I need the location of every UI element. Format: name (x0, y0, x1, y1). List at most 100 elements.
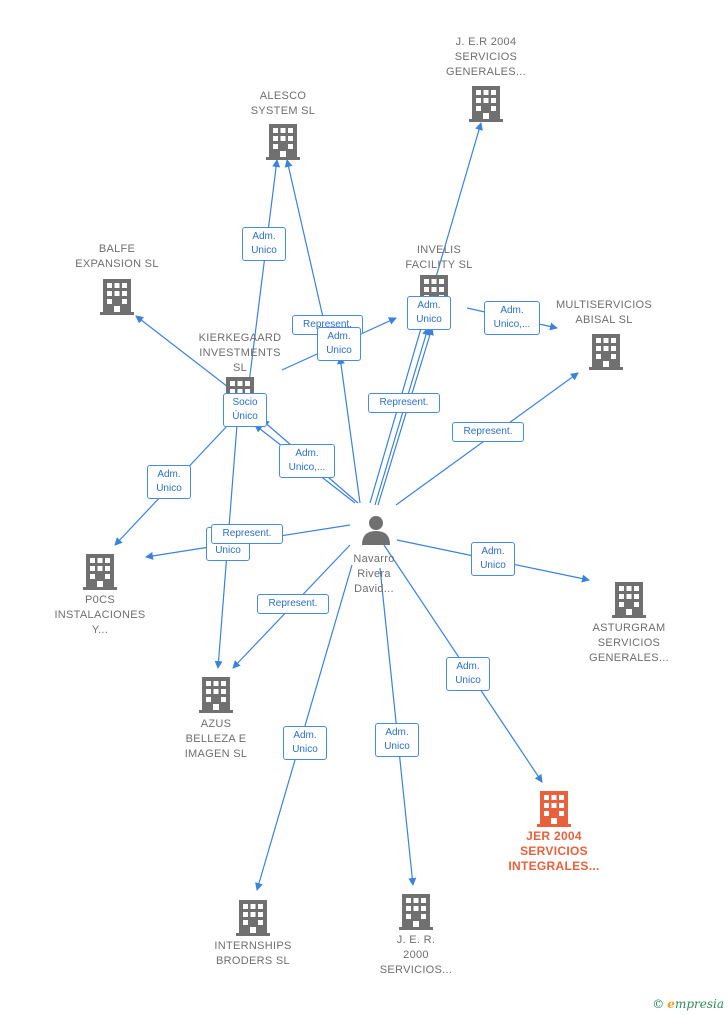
edge-label-line: Socio (232, 397, 258, 408)
node-label-alesco[interactable]: ALESCO SYSTEM SL (251, 89, 315, 119)
node-label-line: MULTISERVICIOS (555, 299, 653, 311)
building-icon[interactable] (266, 124, 300, 160)
edge-label-line: Adm. (293, 730, 317, 741)
edge-label-e-multi-2[interactable]: Represent. (452, 422, 524, 442)
edge-label-e-invelis-2[interactable]: Represent. (368, 393, 440, 413)
node-label-line: GENERALES... (445, 66, 527, 78)
edge-label-line: Único (232, 411, 258, 422)
node-label-line: INTEGRALES... (508, 859, 600, 873)
edge-label-line: Adm. (481, 546, 505, 557)
edge-line (135, 315, 229, 388)
node-label-line: EXPANSION SL (75, 258, 159, 270)
node-label-line: ABISAL SL (575, 314, 633, 326)
brand-name: mpresia (674, 997, 724, 1011)
edge-label-line: Adm. (385, 727, 409, 738)
node-label-line: J. E. R. (396, 934, 436, 946)
node-label-line: INVELIS (416, 244, 462, 256)
building-icon[interactable] (100, 279, 134, 315)
node-label-line: ALESCO (259, 90, 307, 102)
edge-line (374, 327, 430, 506)
edge-label-e-p0cs-1[interactable]: Adm.Unico (147, 465, 191, 499)
building-icon[interactable] (236, 900, 270, 936)
node-label-multiservicios[interactable]: MULTISERVICIOS ABISAL SL (556, 298, 652, 328)
edge-label-line: Represent. (222, 528, 272, 539)
edge-label-line: Unico,... (288, 462, 326, 473)
node-label-invelis[interactable]: INVELIS FACILITY SL (405, 243, 472, 273)
node-label-line: INTERNSHIPS (214, 940, 292, 952)
building-icon[interactable] (399, 894, 433, 930)
building-icon[interactable] (199, 677, 233, 713)
building-icon[interactable] (83, 554, 117, 590)
building-icon[interactable] (469, 86, 503, 122)
edge-line (377, 327, 434, 506)
edge-label-e-alesco-3[interactable]: Adm.Unico (317, 327, 361, 361)
edge-label-line: Represent. (303, 319, 352, 330)
edge-label-line: Adm. (295, 448, 319, 459)
edge-label-line: Adm. (417, 300, 441, 311)
edge-label-line: Unico (326, 345, 352, 356)
edge-line (336, 356, 361, 504)
edge-label-line: Represent. (379, 397, 429, 408)
edge-label-e-asturgram[interactable]: Adm. Unico (471, 542, 515, 576)
edge-label-e-kierk-adm[interactable]: Adm. Unico,... (279, 444, 335, 478)
node-label-internships[interactable]: INTERNSHIPS BRODERS SL (214, 939, 291, 969)
edge-label-line: Unico (384, 741, 410, 752)
edge-label-line: Unico (292, 744, 318, 755)
node-label-line: J. E.R 2004 (455, 36, 517, 48)
node-label-line: FACILITY SL (405, 259, 473, 271)
edge-label-line: Unico (215, 545, 241, 556)
edge-label-line: Represent. (268, 598, 318, 609)
node-label-line: Navarro (353, 553, 395, 565)
edge-label-e-multi-1[interactable]: Adm. Unico,... (484, 301, 540, 335)
edge-label-line: Adm. (500, 305, 524, 316)
node-label-line: BRODERS SL (216, 955, 290, 967)
edge-label-line: Unico (455, 675, 481, 686)
edge-label-line: Represent. (463, 426, 513, 437)
edge-label-line: Adm. (456, 661, 480, 672)
copyright-symbol: © (652, 997, 665, 1011)
edge-label-line: Unico (416, 314, 442, 325)
empresia-watermark[interactable]: ©empresia (652, 997, 724, 1011)
edge-label-e-alesco-1[interactable]: Adm. Unico (242, 227, 286, 261)
edge-label-e-jer2004si[interactable]: Adm. Unico (446, 657, 490, 691)
node-label-line: SERVICIOS... (379, 964, 453, 976)
edge-label-line: Unico (251, 245, 277, 256)
edge-label-e-azus[interactable]: Represent. (257, 594, 329, 614)
node-label-line: SYSTEM SL (250, 105, 316, 117)
node-label-line: SERVICIOS (597, 637, 661, 649)
node-label-line: IMAGEN SL (184, 748, 248, 760)
edge-label-e-invelis-1[interactable]: Adm. Unico (407, 296, 451, 330)
node-label-line: SERVICIOS (454, 51, 518, 63)
brand-initial: e (667, 997, 675, 1011)
node-label-line: INVESTMENTS (199, 347, 281, 359)
edge-label-line: Adm. (252, 231, 276, 242)
icons-layer (83, 86, 646, 936)
building-icon[interactable] (537, 791, 571, 827)
node-label-line: INSTALACIONES (54, 609, 146, 621)
building-icon[interactable] (612, 582, 646, 618)
edge-line (284, 159, 326, 327)
person-icon[interactable] (362, 516, 390, 545)
node-label-line: AZUS (200, 718, 232, 730)
edge-label-line: Unico,... (493, 319, 531, 330)
edge-label-e-jer2000[interactable]: Adm. Unico (375, 723, 419, 757)
edge-label-line: Unico (480, 560, 506, 571)
edge-label-e-internships[interactable]: Adm. Unico (283, 726, 327, 760)
node-label-line: KIERKEGAARD (198, 332, 282, 344)
node-label-line: SERVICIOS (520, 844, 588, 858)
node-label-line: Rivera (357, 568, 391, 580)
edge-line (248, 159, 281, 384)
building-icon[interactable] (589, 334, 623, 370)
edge-label-e-p0cs-3[interactable]: Represent. (211, 524, 283, 544)
